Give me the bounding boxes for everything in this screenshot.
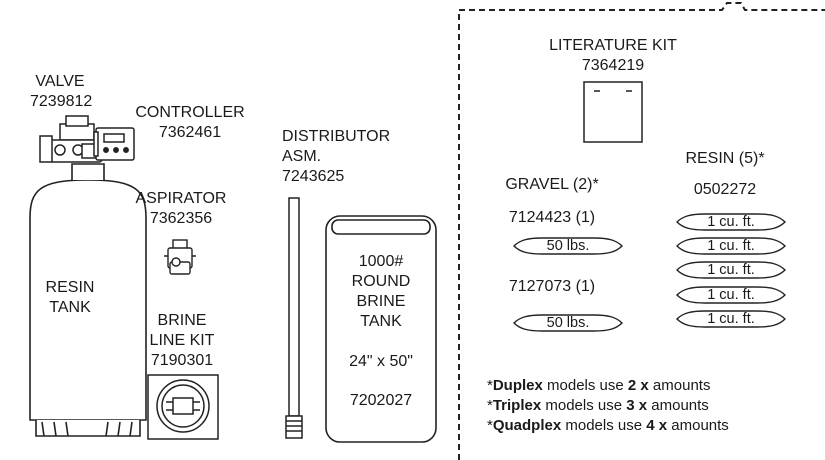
brine-tank-part-number: 7202027 xyxy=(349,392,413,409)
note-suffix: amounts xyxy=(648,377,711,394)
bag-outline xyxy=(676,310,786,328)
resin-tank-label-line1: RESIN xyxy=(45,279,95,296)
literature-kit-label: LITERATURE KIT 7364219 xyxy=(533,36,693,76)
distributor-label-line2: ASM. xyxy=(282,148,322,165)
resin-bag-label: 1 cu. ft. xyxy=(707,238,755,254)
literature-kit-label-line1: LITERATURE KIT xyxy=(549,37,677,54)
resin-bag-label: 1 cu. ft. xyxy=(707,262,755,278)
resin-bag: 1 cu. ft. xyxy=(675,212,787,232)
literature-kit-drawing xyxy=(583,81,643,143)
note-quadplex: *Quadplex models use 4 x amounts xyxy=(487,416,729,436)
resin-tank-drawing xyxy=(29,163,147,437)
brine-line-kit-label: BRINE LINE KIT 7190301 xyxy=(130,311,234,371)
resin-bag: 1 cu. ft. xyxy=(675,236,787,256)
aspirator-label-line1: ASPIRATOR xyxy=(135,190,227,207)
resin-bag-label: 1 cu. ft. xyxy=(707,214,755,230)
note-suffix: amounts xyxy=(647,397,709,414)
resin-bag-label: 1 cu. ft. xyxy=(707,287,755,303)
brine-line-kit-label-line1: BRINE xyxy=(157,312,207,329)
valve-drawing xyxy=(39,115,103,163)
gravel-bag-1-label: 50 lbs. xyxy=(546,238,590,254)
note-model: Duplex xyxy=(492,377,543,394)
gravel-part-2: 7127073 (1) xyxy=(508,278,596,295)
resin-part-number: 0502272 xyxy=(693,181,757,198)
brine-line-kit-label-line2: LINE KIT xyxy=(149,332,215,349)
note-suffix: amounts xyxy=(667,417,729,434)
multiplier-notes: *Duplex models use 2 x amounts *Triplex … xyxy=(487,376,729,436)
controller-drawing xyxy=(93,127,135,161)
bag-outline xyxy=(676,237,786,255)
bag-outline xyxy=(513,314,623,332)
note-text: models use xyxy=(542,377,628,394)
brine-line-kit-drawing xyxy=(147,374,219,440)
valve-label: VALVE 7239812 xyxy=(30,72,93,112)
resin-tank-label: RESIN TANK xyxy=(40,278,100,318)
brine-tank-label-line3: BRINE xyxy=(356,293,406,310)
resin-bag: 1 cu. ft. xyxy=(675,260,787,280)
resin-bag-label: 1 cu. ft. xyxy=(707,311,755,327)
resin-bag: 1 cu. ft. xyxy=(675,285,787,305)
distributor-label-line1: DISTRIBUTOR xyxy=(282,128,391,145)
aspirator-label: ASPIRATOR 7362356 xyxy=(122,189,240,229)
distributor-drawing xyxy=(285,197,303,439)
gravel-bag-2: 50 lbs. xyxy=(512,313,624,333)
note-triplex: *Triplex models use 3 x amounts xyxy=(487,396,729,416)
controller-part-number: 7362461 xyxy=(158,124,222,141)
brine-tank-label-line1: 1000# xyxy=(358,253,404,270)
controller-label-line1: CONTROLLER xyxy=(135,104,245,121)
note-duplex: *Duplex models use 2 x amounts xyxy=(487,376,729,396)
brine-tank-label-line4: TANK xyxy=(360,313,402,330)
note-text: models use xyxy=(541,397,627,414)
valve-label-line1: VALVE xyxy=(35,73,85,90)
gravel-bag-1: 50 lbs. xyxy=(512,236,624,256)
gravel-part-1: 7124423 (1) xyxy=(508,209,596,226)
brine-tank-size: 24" x 50" xyxy=(349,353,413,370)
aspirator-drawing xyxy=(164,239,196,275)
distributor-part-number: 7243625 xyxy=(282,168,345,185)
distributor-label: DISTRIBUTOR ASM. 7243625 xyxy=(282,127,390,187)
brine-tank-label-line2: ROUND xyxy=(351,273,411,290)
resin-bag: 1 cu. ft. xyxy=(675,309,787,329)
bag-outline xyxy=(676,286,786,304)
note-asterisk: * xyxy=(487,417,493,434)
aspirator-part-number: 7362356 xyxy=(149,210,213,227)
literature-kit-part-number: 7364219 xyxy=(581,57,645,74)
brine-line-kit-part-number: 7190301 xyxy=(150,352,214,369)
note-multiplier: 2 x xyxy=(627,377,649,394)
note-asterisk: * xyxy=(487,397,493,414)
bag-outline xyxy=(676,261,786,279)
note-multiplier: 4 x xyxy=(646,417,668,434)
note-multiplier: 3 x xyxy=(626,397,648,414)
valve-part-number: 7239812 xyxy=(30,93,93,110)
resin-tank-label-line2: TANK xyxy=(49,299,91,316)
kit-dashed-border xyxy=(458,1,825,460)
note-model: Quadplex xyxy=(492,417,562,434)
gravel-title: GRAVEL (2)* xyxy=(505,176,599,193)
resin-title: RESIN (5)* xyxy=(685,150,765,167)
note-asterisk: * xyxy=(487,377,493,394)
gravel-bag-2-label: 50 lbs. xyxy=(546,315,590,331)
controller-label: CONTROLLER 7362461 xyxy=(120,103,260,143)
bag-outline xyxy=(676,213,786,231)
note-model: Triplex xyxy=(492,397,542,414)
brine-tank-drawing xyxy=(325,215,437,443)
brine-tank-label: 1000# ROUND BRINE TANK xyxy=(326,252,436,332)
note-text: models use xyxy=(561,417,647,434)
bag-outline xyxy=(513,237,623,255)
